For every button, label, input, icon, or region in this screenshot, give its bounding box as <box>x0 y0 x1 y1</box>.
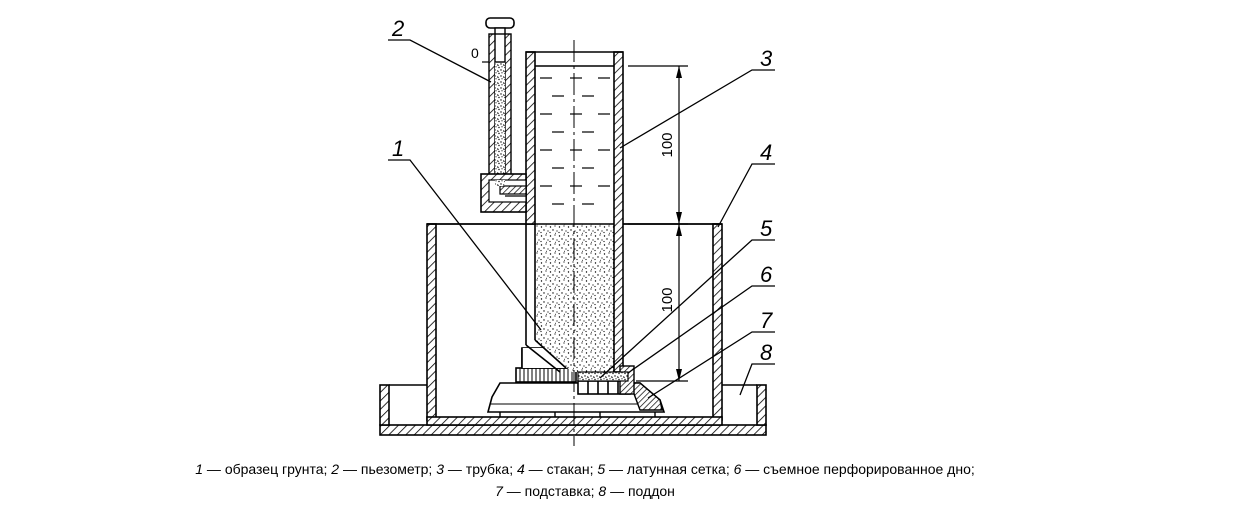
label-7-stand: 7 <box>760 308 773 333</box>
stand <box>486 382 666 417</box>
caption-item-text: — латунная сетка; <box>605 461 734 477</box>
label-6-perforated-bottom: 6 <box>760 262 773 287</box>
caption-item-number: 3 <box>436 461 444 477</box>
caption-line-1: 1 — образец грунта; 2 — пьезометр; 3 — т… <box>0 458 1170 480</box>
brass-mesh <box>577 371 629 382</box>
water-waves <box>540 77 610 205</box>
dimension-upper: 100 <box>659 132 676 157</box>
caption-item-text: — трубка; <box>444 461 517 477</box>
piezometer-zero-mark: 0 <box>471 45 479 61</box>
piezometer <box>480 17 527 213</box>
caption-item-number: 8 <box>598 483 607 499</box>
figure-caption: 1 — образец грунта; 2 — пьезометр; 3 — т… <box>0 458 1170 502</box>
caption-item-text: — образец грунта; <box>203 461 332 477</box>
label-2-piezometer: 2 <box>391 16 404 41</box>
label-4-beaker: 4 <box>760 140 772 165</box>
label-8-tray: 8 <box>760 340 773 365</box>
caption-item-number: 5 <box>597 461 606 477</box>
caption-item-text: — поддон <box>606 483 675 499</box>
leader-lines <box>388 39 775 399</box>
caption-item-text: — стакан; <box>524 461 598 477</box>
caption-item-number: 6 <box>733 461 742 477</box>
caption-item-text: — подставка; <box>502 483 599 499</box>
dimension-lines <box>628 65 688 382</box>
caption-item-number: 1 <box>195 461 204 477</box>
caption-item-text: — пьезометр; <box>339 461 437 477</box>
caption-line-2: 7 — подставка; 8 — поддон <box>0 480 1170 502</box>
label-1-soil-sample: 1 <box>392 136 404 161</box>
caption-item-text: — съемное перфорированное дно; <box>741 461 975 477</box>
label-5-brass-mesh: 5 <box>760 216 773 241</box>
dimension-lower: 100 <box>659 287 676 312</box>
label-3-tube: 3 <box>760 46 773 71</box>
caption-item-number: 4 <box>517 461 525 477</box>
caption-item-number: 2 <box>331 461 340 477</box>
caption-item-number: 7 <box>495 483 503 499</box>
